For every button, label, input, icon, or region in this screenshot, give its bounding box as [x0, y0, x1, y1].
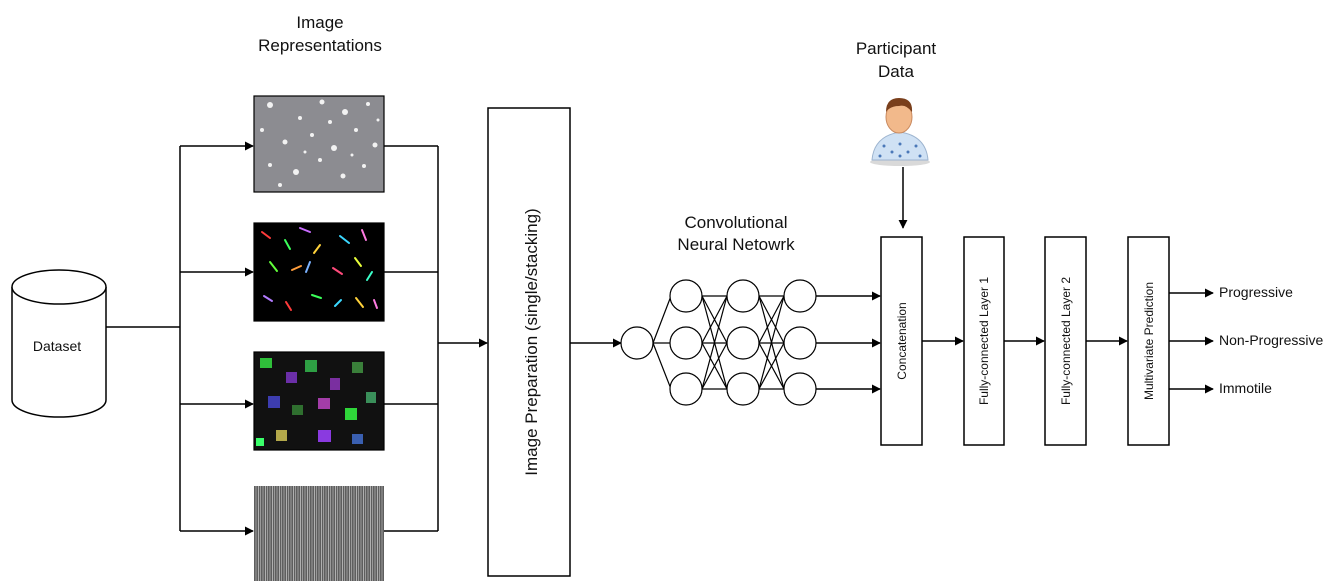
phase-contrast-microscopy-image: [253, 95, 385, 193]
dataset-label: Dataset: [33, 338, 81, 354]
prediction-output-arrows: [1169, 288, 1214, 394]
fc2-box: [1044, 236, 1087, 446]
image-connectors: [384, 145, 488, 532]
neural-network: [620, 279, 817, 406]
dataset-cylinder: [11, 269, 107, 418]
patient-avatar-icon: [870, 98, 930, 166]
fc1-label: Fully-connected Layer 1: [977, 277, 991, 405]
dataset-connectors: [106, 141, 254, 536]
colored-tracks-image: [253, 222, 385, 322]
prediction-box: [1127, 236, 1170, 446]
concatenation-box: [880, 236, 923, 446]
fc2-label: Fully-connected Layer 2: [1059, 277, 1073, 405]
image-preparation-label: Image Preparation (single/stacking): [522, 208, 541, 475]
image-representations-title-2: Representations: [258, 36, 382, 55]
output-label-progressive: Progressive: [1219, 284, 1293, 300]
vertical-streaks-image: [254, 486, 384, 581]
output-label-non-progressive: Non-Progressive: [1219, 332, 1323, 348]
prediction-label: Multivariate Prediction: [1142, 282, 1156, 400]
colored-blobs-image: [253, 351, 385, 451]
participant-data-title-2: Data: [878, 62, 914, 81]
cnn-title: Convolutional: [684, 213, 787, 232]
concatenation-label: Concatenation: [895, 302, 909, 379]
participant-data-title: Participant: [856, 39, 937, 58]
output-label-immotile: Immotile: [1219, 380, 1272, 396]
image-preparation-box: [487, 107, 571, 577]
image-representations-title: Image: [296, 13, 343, 32]
cnn-output-arrows: [816, 291, 881, 394]
cnn-title-2: Neural Netowrk: [677, 235, 795, 254]
